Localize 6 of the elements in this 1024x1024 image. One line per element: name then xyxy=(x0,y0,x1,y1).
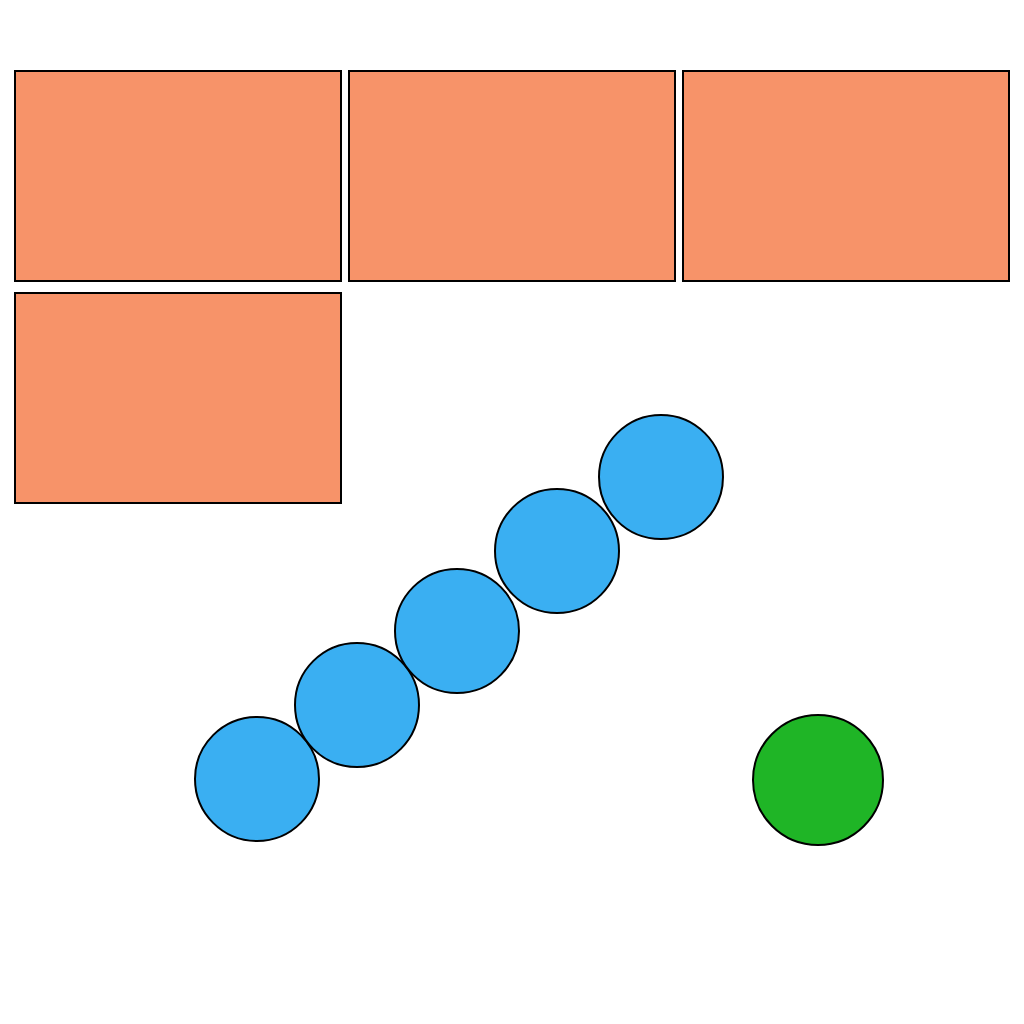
circle xyxy=(394,568,520,694)
circle xyxy=(494,488,620,614)
rectangle xyxy=(14,70,342,282)
rectangle xyxy=(348,70,676,282)
rectangle xyxy=(682,70,1010,282)
rectangle xyxy=(14,292,342,504)
